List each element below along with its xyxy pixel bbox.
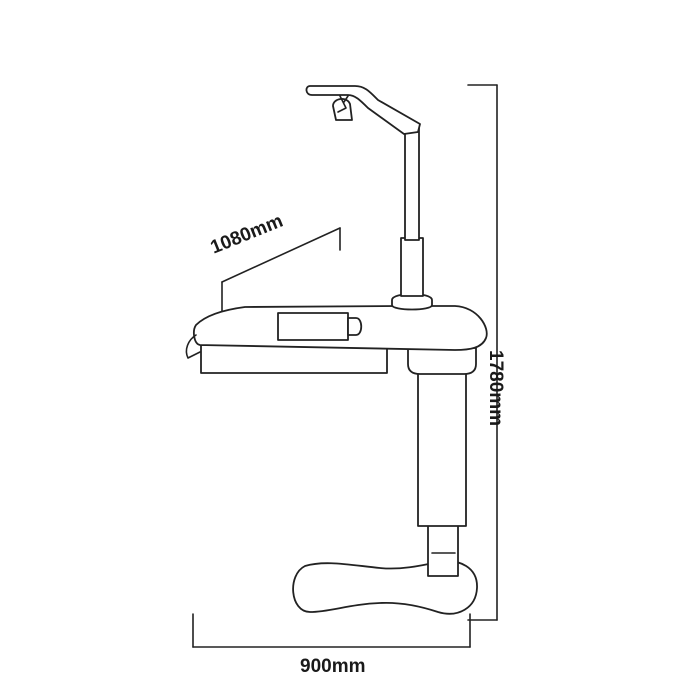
- height-label: 1780mm: [485, 350, 506, 427]
- height-dimension-line: [467, 84, 498, 621]
- side-box: [200, 344, 388, 374]
- tool-hook-icon: [332, 95, 353, 121]
- pole-upper: [404, 125, 420, 241]
- width-dimension-line: [192, 613, 471, 648]
- width-label: 900mm: [300, 656, 366, 677]
- column-collar: [407, 347, 477, 375]
- lower-column: [427, 519, 459, 577]
- control-panel: [277, 312, 349, 341]
- upper-column: [417, 359, 467, 527]
- front-lip: [185, 334, 201, 359]
- depth-dimension-line: [221, 227, 341, 314]
- upper-arm: [305, 85, 421, 135]
- pole-lower: [400, 237, 424, 297]
